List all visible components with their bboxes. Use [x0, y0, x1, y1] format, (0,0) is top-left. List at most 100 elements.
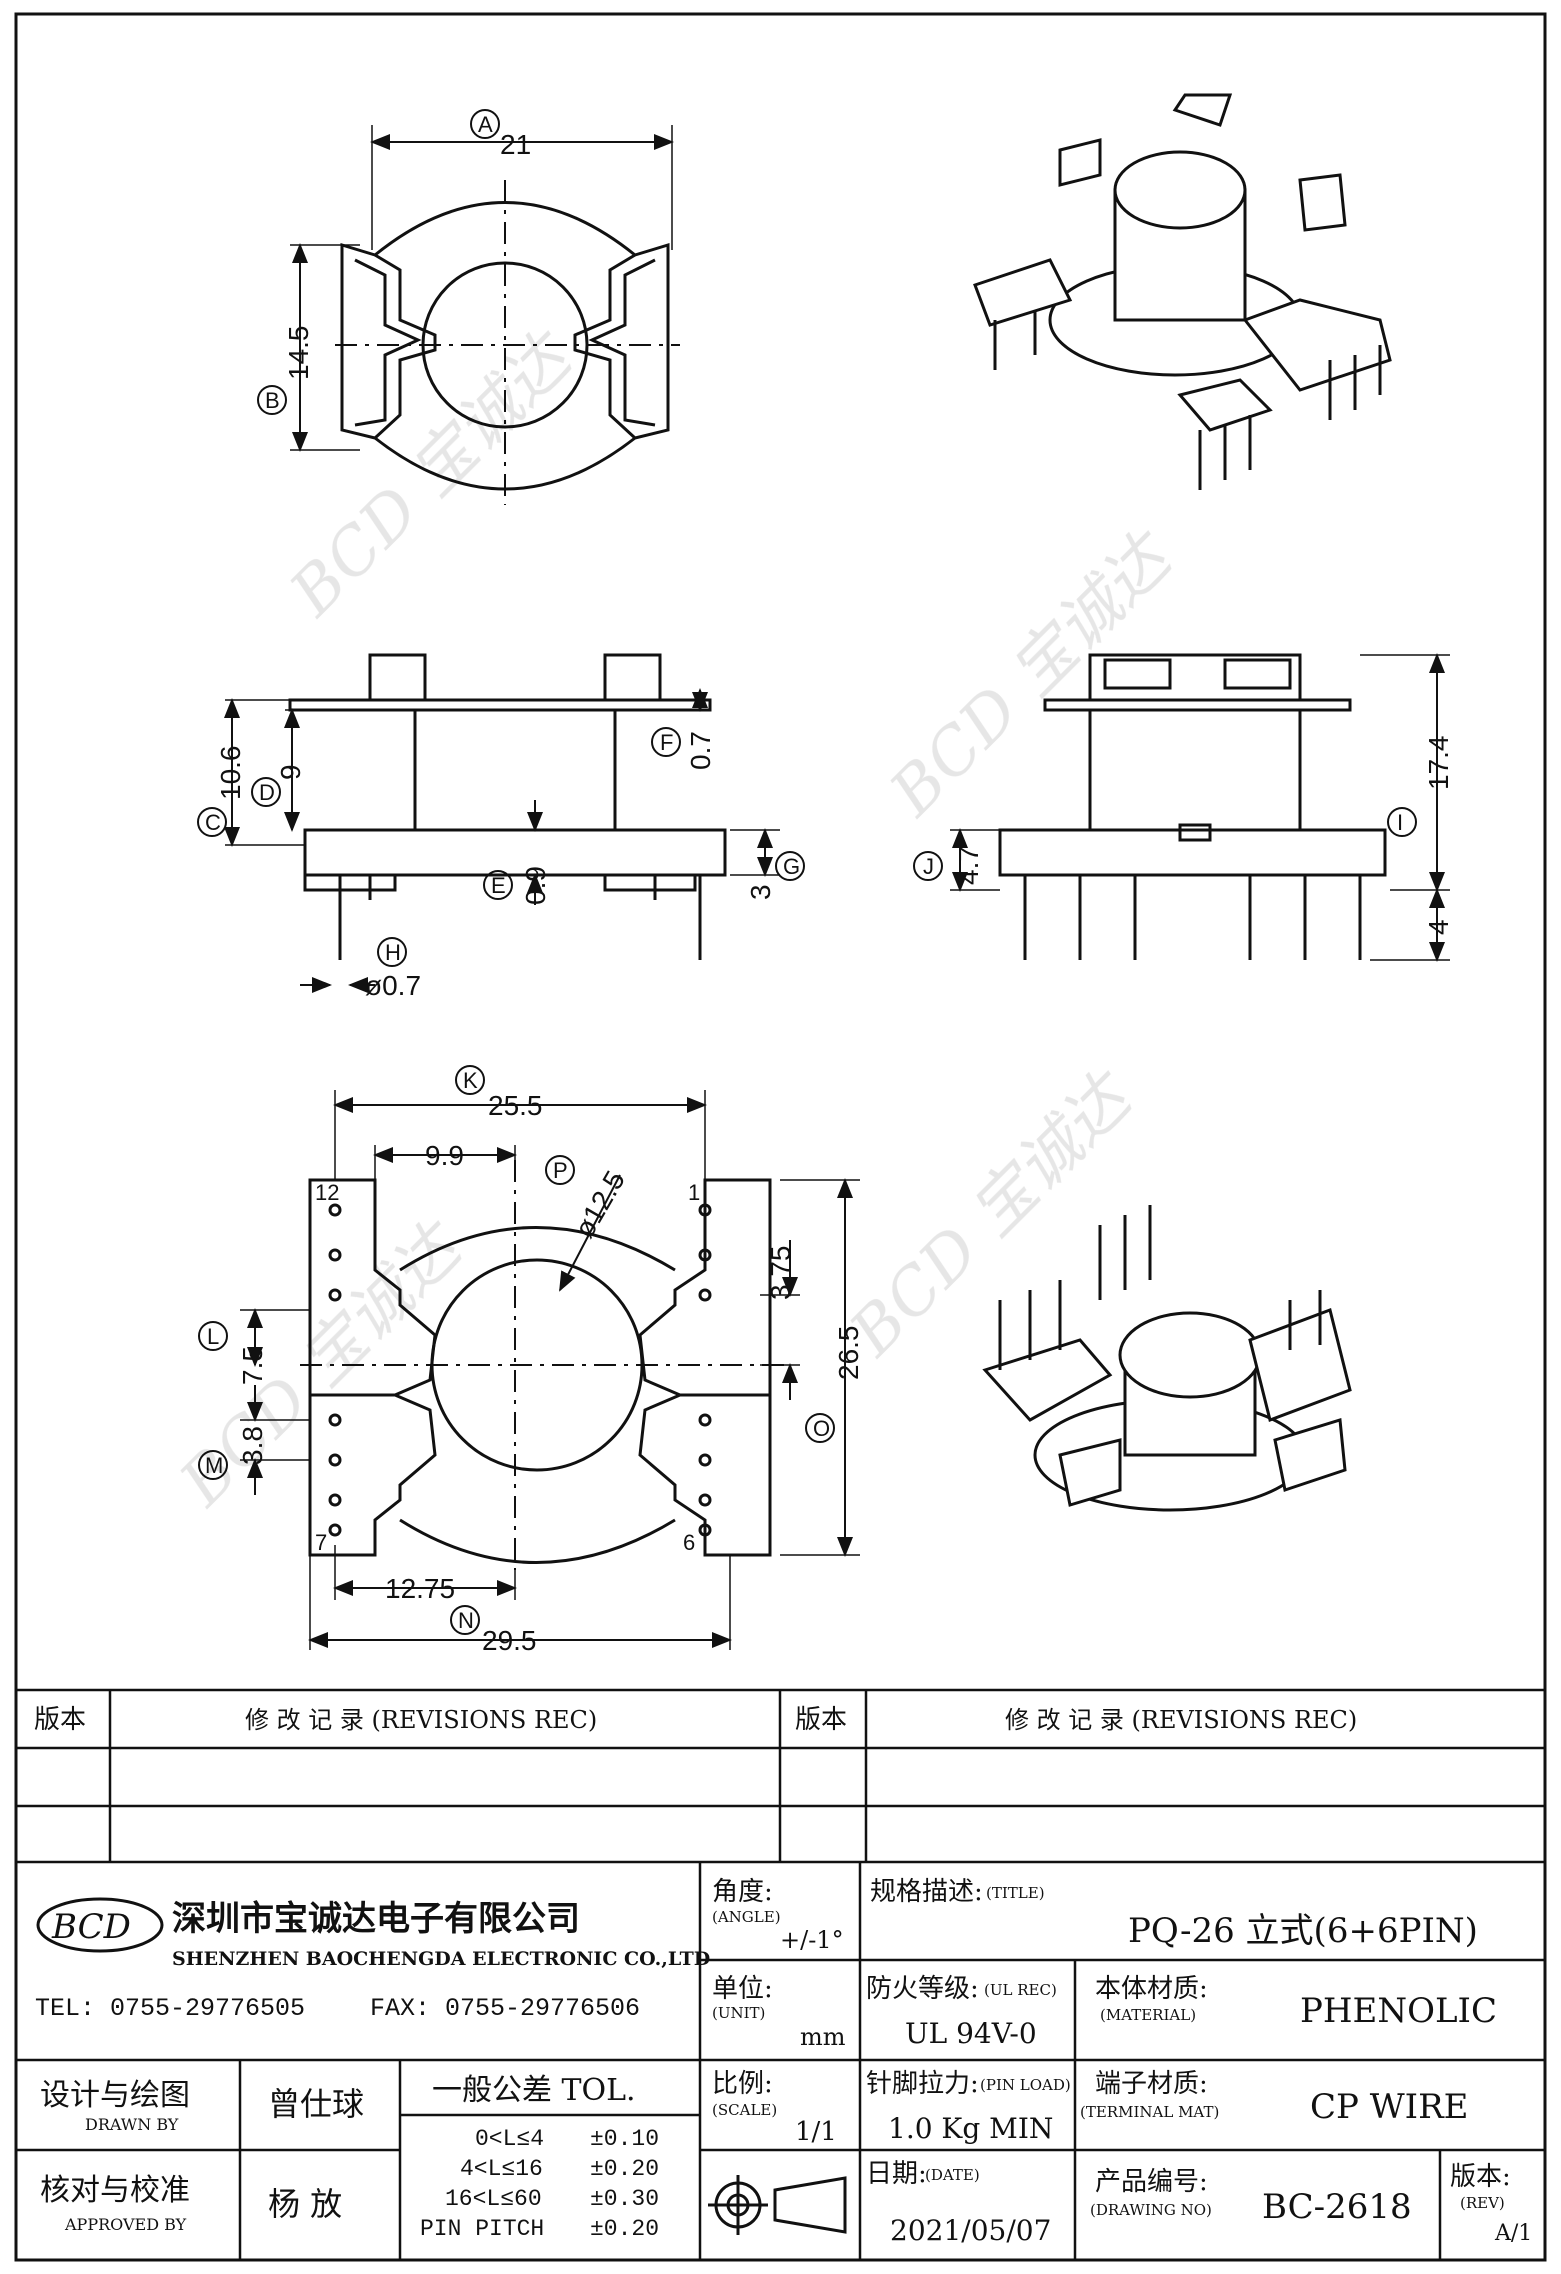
title-value: PQ-26 立式(6+6PIN)	[1128, 1911, 1478, 1951]
dim-bottom: 4	[1423, 919, 1454, 935]
drawn-label: 设计与绘图	[40, 2078, 190, 2113]
drawingno-label: 产品编号:	[1095, 2167, 1208, 2197]
circle-label-G: G	[783, 854, 800, 879]
rev-value: A/1	[1494, 2221, 1532, 2246]
unit-label: 单位:	[712, 1974, 773, 2004]
dim-D: 9	[275, 764, 306, 780]
circle-label-H: H	[385, 940, 401, 965]
top-view-labels: A 21 B 14.5	[257, 109, 531, 415]
tol-range-1: 4<L≤16	[460, 2156, 543, 2182]
dim-9-9: 9.9	[425, 1140, 464, 1171]
tol-value-2: ±0.30	[590, 2186, 659, 2212]
circle-label-C: C	[205, 810, 221, 835]
bottom-view	[240, 1090, 860, 1650]
unit-label-en: (UNIT)	[712, 2004, 765, 2022]
company-name-en: SHENZHEN BAOCHENGDA ELECTRONIC CO.,LTD	[172, 1948, 710, 1970]
pin-label-1: 1	[688, 1180, 700, 1205]
circle-label-P: P	[553, 1158, 568, 1183]
watermark-group: BCD 宝诚达 BCD 宝诚达 BCD 宝诚达 BCD 宝诚达	[166, 318, 1189, 1521]
tol-value-0: ±0.10	[590, 2126, 659, 2152]
date-label-en: (DATE)	[925, 2166, 980, 2184]
title-label-en: (TITLE)	[986, 1884, 1045, 1902]
ul-value: UL 94V-0	[905, 2017, 1037, 2050]
pinload-label-en: (PIN LOAD)	[980, 2076, 1071, 2094]
dim-L: 7.5	[237, 1346, 268, 1385]
top-view	[290, 125, 680, 505]
company-logo: BCD	[36, 1897, 164, 1953]
side-view-labels: I 17.4 4 J 4.7	[913, 736, 1454, 935]
circle-label-K: K	[463, 1068, 478, 1093]
title-label: 规格描述:	[870, 1877, 983, 1907]
circle-label-A: A	[478, 112, 493, 137]
angle-value: +/-1°	[780, 1926, 844, 1954]
circle-label-E: E	[491, 873, 506, 898]
terminal-label-en: (TERMINAL MAT)	[1080, 2103, 1219, 2121]
terminal-label: 端子材质:	[1095, 2069, 1208, 2099]
iso-view-bottom	[982, 1205, 1352, 1512]
dim-E: 0.9	[520, 866, 551, 905]
date-value: 2021/05/07	[890, 2214, 1051, 2247]
logo-text: BCD	[51, 1907, 131, 1947]
drawn-value: 曾仕球	[268, 2085, 364, 2123]
company-name-cn: 深圳市宝诚达电子有限公司	[172, 1899, 580, 1939]
pin-label-7: 7	[315, 1530, 327, 1555]
pinload-label: 针脚拉力:	[866, 2069, 979, 2099]
projection-symbol-icon	[708, 2175, 847, 2235]
circle-label-B: B	[265, 388, 280, 413]
scale-label: 比例:	[712, 2069, 773, 2099]
dim-J: 4.7	[953, 846, 984, 885]
drawn-label-en: DRAWN BY	[85, 2115, 179, 2134]
sheet-border	[14, 12, 1547, 2262]
approved-label: 核对与校准	[40, 2173, 190, 2208]
dim-N: 29.5	[482, 1625, 537, 1656]
dim-C: 10.6	[215, 746, 246, 801]
dim-3-75: 3.75	[765, 1246, 796, 1301]
dim-B: 14.5	[283, 326, 314, 381]
rev-right-records-header: 修 改 记 录 (REVISIONS REC)	[1005, 1706, 1357, 1734]
rev-left-records-header: 修 改 记 录 (REVISIONS REC)	[245, 1706, 597, 1734]
angle-label: 角度:	[712, 1877, 773, 1907]
circle-label-I: I	[1397, 810, 1403, 835]
rev-left-version-header: 版本	[34, 1705, 86, 1735]
scale-value: 1/1	[795, 2117, 837, 2147]
front-view	[224, 653, 780, 993]
rev-label-en: (REV)	[1460, 2194, 1505, 2212]
scale-label-en: (SCALE)	[712, 2101, 777, 2119]
dim-G: 3	[745, 884, 776, 900]
approved-value: 杨 放	[268, 2185, 342, 2223]
circle-label-J: J	[923, 854, 934, 879]
watermark-2: BCD 宝诚达	[876, 518, 1189, 831]
title-block-grid	[16, 1862, 1545, 2260]
circle-label-M: M	[205, 1453, 223, 1478]
material-label-en: (MATERIAL)	[1100, 2006, 1196, 2024]
dim-I: 17.4	[1423, 736, 1454, 791]
dim-P: ø12.5	[568, 1165, 631, 1243]
tol-range-3: PIN PITCH	[420, 2216, 544, 2242]
angle-label-en: (ANGLE)	[712, 1908, 781, 1926]
company-fax: FAX: 0755-29776506	[370, 1994, 640, 2023]
circle-label-F: F	[660, 730, 673, 755]
front-view-labels: C 10.6 D 9 F 0.7 E 0.9 G 3 H ø0.7	[197, 727, 805, 1001]
dim-H: ø0.7	[365, 970, 421, 1001]
drawingno-label-en: (DRAWING NO)	[1090, 2201, 1212, 2219]
dim-M: 3.8	[237, 1426, 268, 1465]
material-value: PHENOLIC	[1300, 1991, 1497, 2031]
terminal-value: CP WIRE	[1310, 2087, 1469, 2127]
unit-value: mm	[800, 2023, 846, 2051]
tol-value-3: ±0.20	[590, 2216, 659, 2242]
tol-label: 一般公差 TOL.	[432, 2073, 636, 2108]
drawingno-value: BC-2618	[1262, 2187, 1412, 2227]
company-tel: TEL: 0755-29776505	[35, 1994, 305, 2023]
date-label: 日期:	[866, 2159, 927, 2189]
ul-label-en: (UL REC)	[984, 1981, 1057, 1999]
watermark-4: BCD 宝诚达	[836, 1058, 1149, 1371]
side-view	[950, 653, 1450, 962]
tol-value-1: ±0.20	[590, 2156, 659, 2182]
dim-A: 21	[500, 129, 531, 160]
circle-label-D: D	[259, 780, 275, 805]
pin-label-6: 6	[683, 1530, 695, 1555]
approved-label-en: APPROVED BY	[64, 2215, 187, 2234]
tol-range-2: 16<L≤60	[445, 2186, 542, 2212]
circle-label-L: L	[207, 1324, 219, 1349]
